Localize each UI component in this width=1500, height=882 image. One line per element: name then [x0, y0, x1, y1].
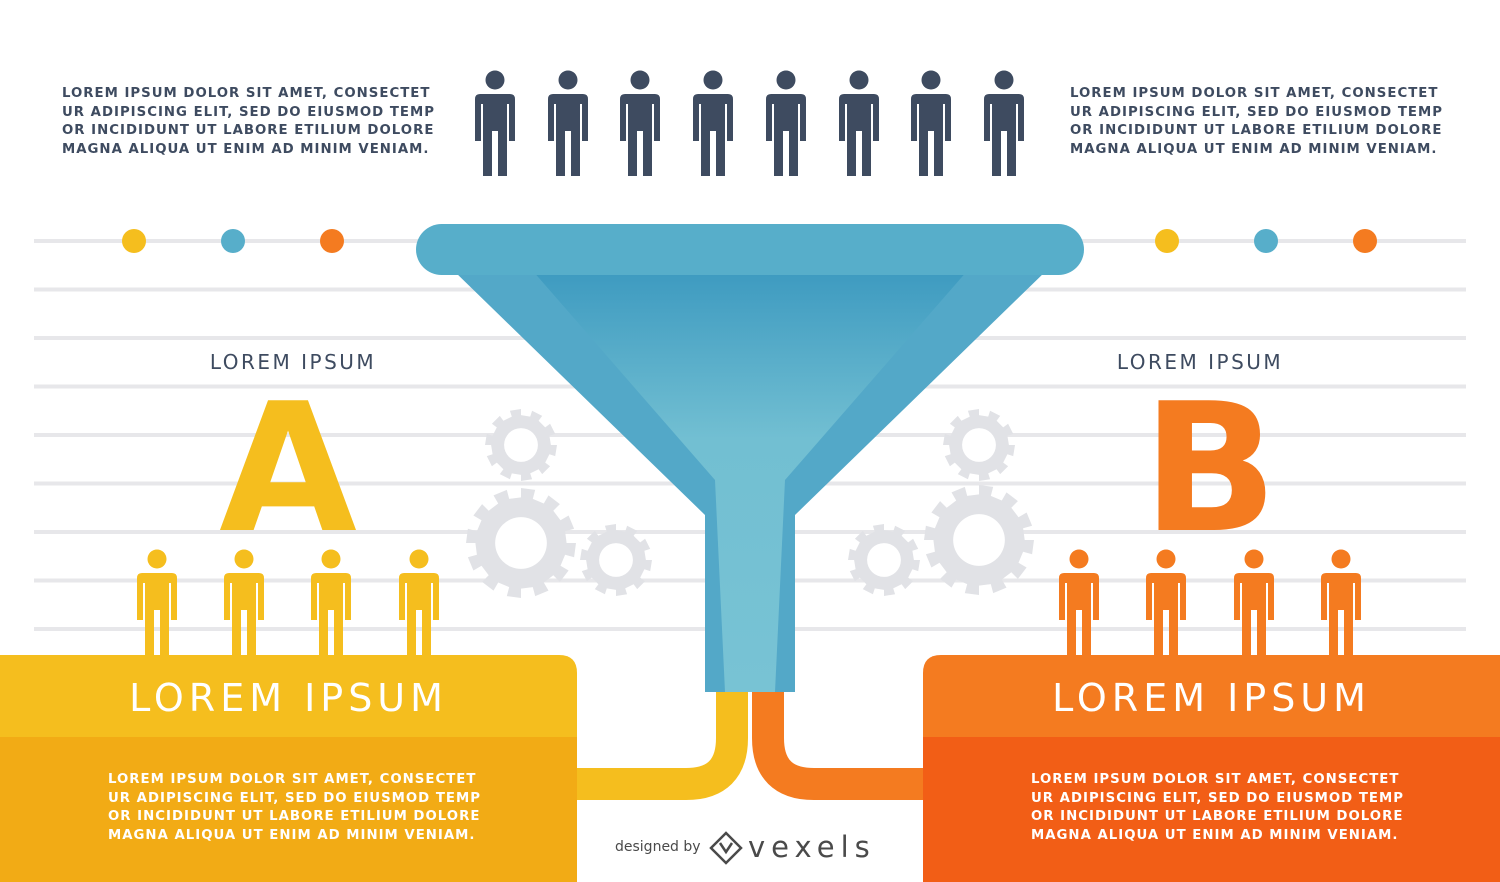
connector-pipes: [560, 692, 940, 800]
section-b-letter: B: [1142, 365, 1278, 572]
person-icon: [839, 70, 879, 176]
funnel-icon: [416, 224, 1084, 692]
dot-markers-left: [122, 229, 344, 253]
gear-icon: [848, 524, 920, 596]
person-icon: [984, 70, 1024, 176]
person-icon: [475, 70, 515, 176]
section-a-letter: A: [219, 365, 357, 572]
section-a-box-title: LOREM IPSUM: [129, 676, 448, 720]
orange-dot-icon: [320, 229, 344, 253]
top-people-row: [475, 70, 1024, 176]
section-a-box-text: LOREM IPSUM DOLOR SIT AMET, CONSECTET UR…: [108, 772, 481, 843]
top-right-paragraph: LOREM IPSUM DOLOR SIT AMET, CONSECTET UR…: [1070, 86, 1443, 157]
section-a-heading: LOREM IPSUM: [209, 350, 377, 374]
gear-icon: [466, 488, 576, 598]
brand-name: vexels: [748, 830, 876, 864]
gear-icon: [943, 409, 1015, 481]
gears-group: [466, 409, 1034, 598]
person-icon: [911, 70, 951, 176]
person-icon: [693, 70, 733, 176]
gear-icon: [485, 409, 557, 481]
section-b-heading: LOREM IPSUM: [1116, 350, 1284, 374]
gear-icon: [924, 485, 1034, 595]
box-a: [0, 655, 577, 882]
blue-dot-icon: [1254, 229, 1278, 253]
section-b-box-text: LOREM IPSUM DOLOR SIT AMET, CONSECTET UR…: [1031, 772, 1404, 843]
gear-icon: [580, 524, 652, 596]
yellow-pipe: [560, 692, 748, 800]
designed-by-label: designed by: [615, 839, 701, 855]
yellow-dot-icon: [122, 229, 146, 253]
person-icon: [399, 549, 439, 655]
person-icon: [548, 70, 588, 176]
section-b-box-title: LOREM IPSUM: [1052, 676, 1371, 720]
person-icon: [1059, 549, 1099, 655]
blue-dot-icon: [221, 229, 245, 253]
dot-markers-right: [1155, 229, 1377, 253]
orange-pipe: [752, 692, 940, 800]
person-icon: [620, 70, 660, 176]
orange-dot-icon: [1353, 229, 1377, 253]
person-icon: [1321, 549, 1361, 655]
box-b: [923, 655, 1500, 882]
top-left-paragraph: LOREM IPSUM DOLOR SIT AMET, CONSECTET UR…: [62, 86, 435, 157]
person-icon: [137, 549, 177, 655]
yellow-dot-icon: [1155, 229, 1179, 253]
vexels-logo-icon: [709, 831, 743, 865]
person-icon: [766, 70, 806, 176]
